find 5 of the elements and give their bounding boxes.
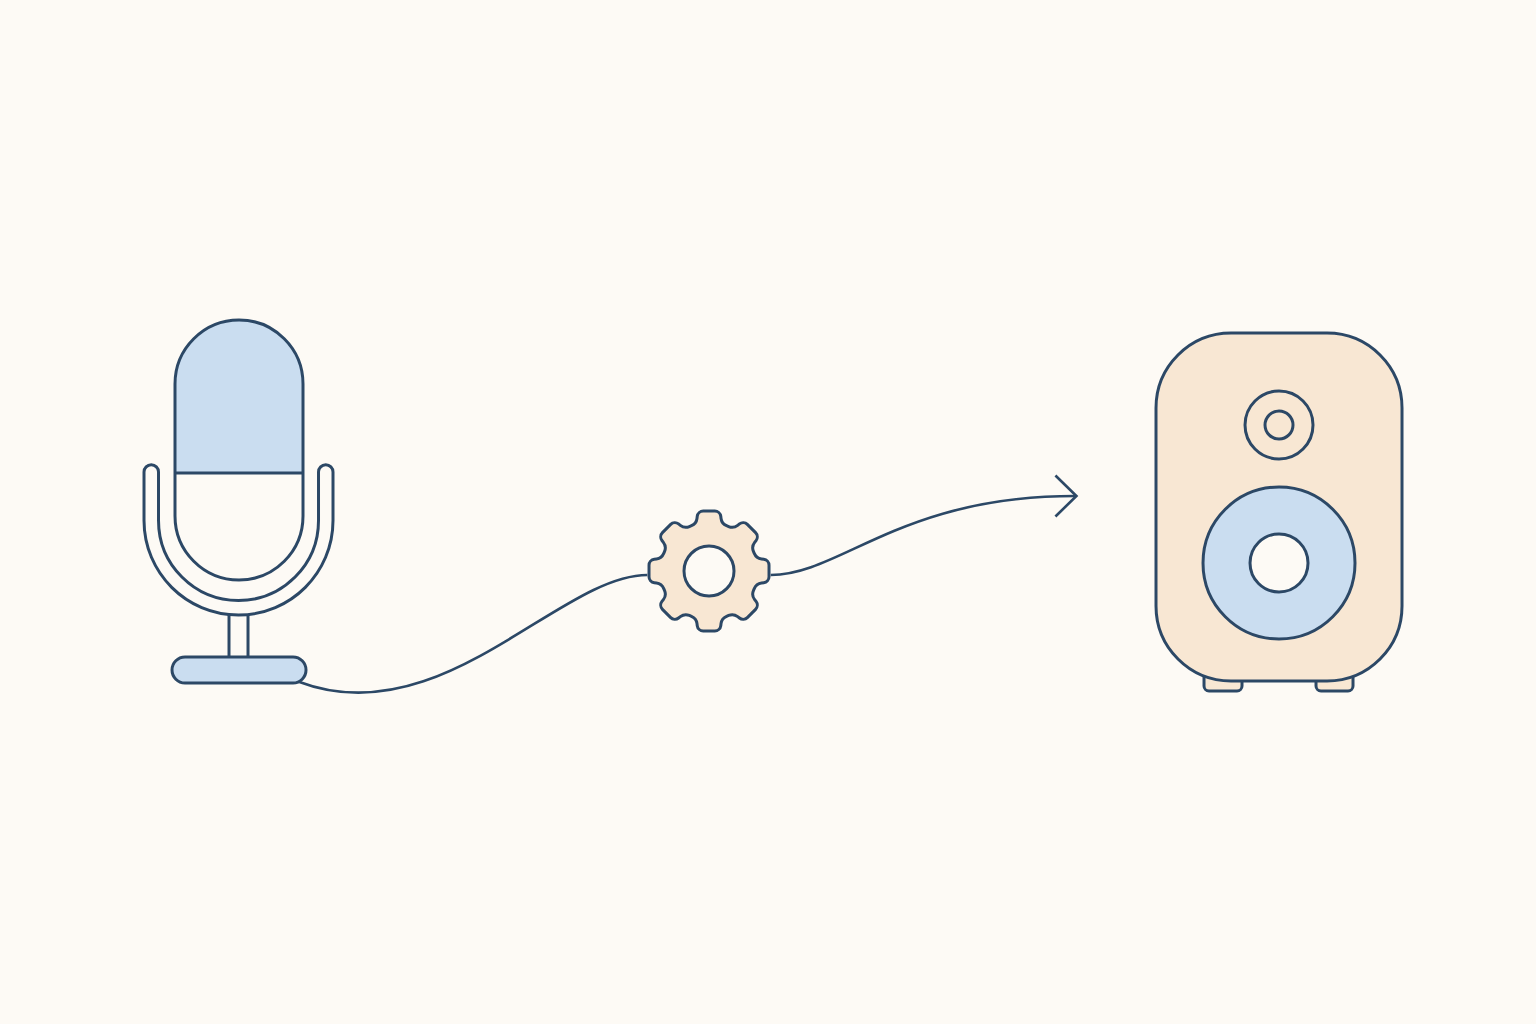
speaker [1154,331,1404,693]
gear-icon [647,509,771,633]
curved-arrow [770,474,1079,577]
microphone [142,318,335,685]
cable-line [298,573,648,694]
